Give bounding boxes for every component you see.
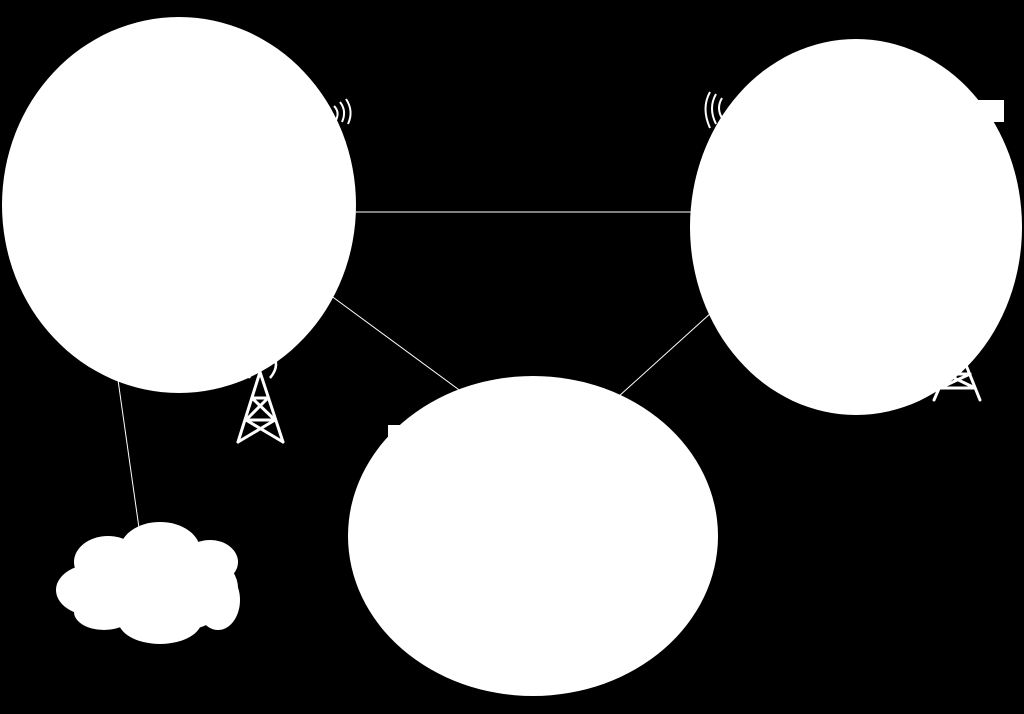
link-top-left-to-cloud (117, 379, 141, 536)
cloud (56, 522, 240, 644)
wireless-signal-icon (333, 98, 352, 125)
connection-links (117, 211, 713, 536)
wireless-signal-icon (704, 91, 723, 129)
link-top-left-to-bottom-center (329, 294, 463, 393)
node-top-left (2, 17, 356, 393)
antenna-tower-icon (236, 360, 285, 444)
node-bottom-center (348, 376, 718, 696)
link-top-right-to-bottom-center (617, 311, 713, 398)
node-top-right (690, 39, 1022, 415)
